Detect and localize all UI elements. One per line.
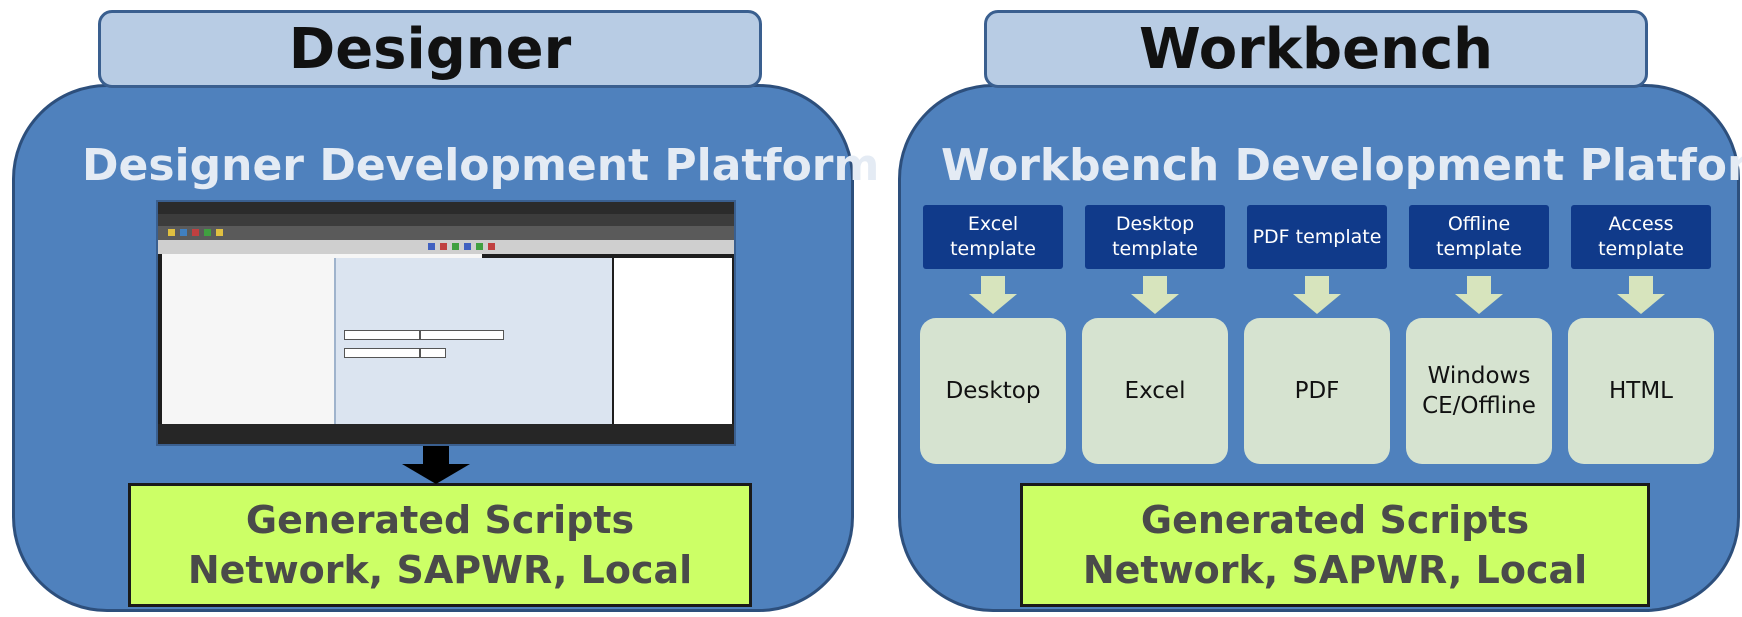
workbench-platform-title: Workbench Development Platform [941,140,1742,191]
arrow-desktop-icon [1131,276,1179,314]
arrow-access-icon [1617,276,1665,314]
output-pdf: PDF [1244,318,1390,464]
template-offline: Offline template [1409,205,1549,269]
template-access: Access template [1571,205,1711,269]
designer-scripts-line2: Network, SAPWR, Local [187,548,693,592]
workbench-tab: Workbench [984,10,1648,88]
output-windows-ce-offline: Windows CE/Offline [1406,318,1552,464]
workbench-scripts-line1: Generated Scripts [1140,498,1530,542]
output-html: HTML [1568,318,1714,464]
arrow-excel-icon [969,276,1017,314]
template-desktop: Desktop template [1085,205,1225,269]
down-arrow-icon [423,446,449,468]
designer-platform-title: Designer Development Platform [82,140,880,191]
workbench-scripts-line2: Network, SAPWR, Local [1082,548,1588,592]
designer-screenshot [156,200,736,446]
template-pdf: PDF template [1247,205,1387,269]
designer-generated-scripts: Generated Scripts Network, SAPWR, Local [128,483,752,607]
arrow-offline-icon [1455,276,1503,314]
down-arrow-head-icon [402,464,470,484]
arrow-pdf-icon [1293,276,1341,314]
output-desktop: Desktop [920,318,1066,464]
designer-scripts-line1: Generated Scripts [245,498,635,542]
template-excel: Excel template [923,205,1063,269]
designer-tab: Designer [98,10,762,88]
workbench-generated-scripts: Generated Scripts Network, SAPWR, Local [1020,483,1650,607]
output-excel: Excel [1082,318,1228,464]
